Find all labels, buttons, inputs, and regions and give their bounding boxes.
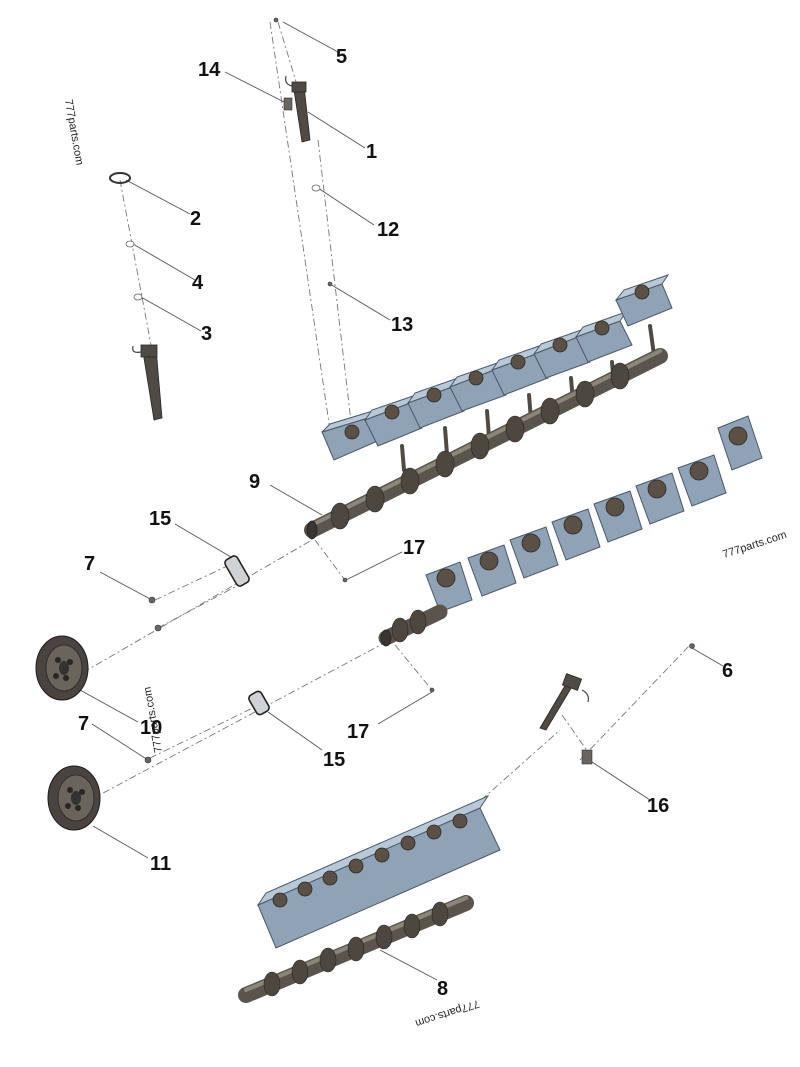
callout-12: 12: [377, 219, 399, 241]
gasket-15-upper: [224, 555, 250, 587]
middle-rocker-housing-row: [425, 415, 763, 613]
callout-17-upper: 17: [403, 537, 425, 559]
callout-15-lower: 15: [323, 749, 345, 771]
callout-15-upper: 15: [149, 508, 171, 530]
o-rings: [125, 184, 321, 301]
sealing-ring-2: [109, 172, 131, 184]
callout-10: 10: [140, 717, 162, 739]
injector-1: [285, 75, 311, 143]
injector-lower-right: [539, 673, 589, 731]
camshaft-gear-10: [35, 635, 89, 701]
callout-6: 6: [722, 660, 733, 682]
callout-labels: 1 2 3 4 5 6 7 7 8 9 10 11 12 13 14 15 15…: [78, 46, 733, 1000]
callout-9: 9: [249, 471, 260, 493]
camshaft-9: [304, 348, 668, 540]
callout-1: 1: [366, 141, 377, 163]
leader-lines: [79, 21, 724, 981]
bottom-rocker-housing-row: [256, 794, 501, 949]
callout-11: 11: [150, 853, 171, 875]
lower-camshaft: [378, 604, 448, 647]
callout-4: 4: [192, 272, 204, 294]
callout-14: 14: [198, 59, 221, 81]
watermark-right: 777parts.com: [721, 529, 788, 561]
callout-5: 5: [336, 46, 347, 68]
callout-16: 16: [647, 795, 669, 817]
watermark-top-left: 777parts.com: [62, 98, 85, 166]
camshaft-gear-11: [47, 765, 101, 831]
callout-13: 13: [391, 314, 413, 336]
callout-7-lower: 7: [78, 713, 89, 735]
camshaft-8: [238, 895, 474, 1003]
bolts: [144, 17, 695, 765]
callout-2: 2: [190, 208, 201, 230]
callout-3: 3: [201, 323, 212, 345]
callout-7-upper: 7: [84, 553, 95, 575]
watermarks: 777parts.com 777parts.com 777parts.com 7…: [62, 98, 788, 1029]
gasket-15-lower: [248, 690, 270, 716]
watermark-bottom: 777parts.com: [414, 997, 481, 1029]
injector-lower-left: [132, 344, 163, 421]
callout-8: 8: [437, 978, 448, 1000]
assembly-lines: [69, 21, 691, 811]
upper-rocker-housing-row: [321, 274, 673, 472]
callout-17-lower: 17: [347, 721, 369, 743]
